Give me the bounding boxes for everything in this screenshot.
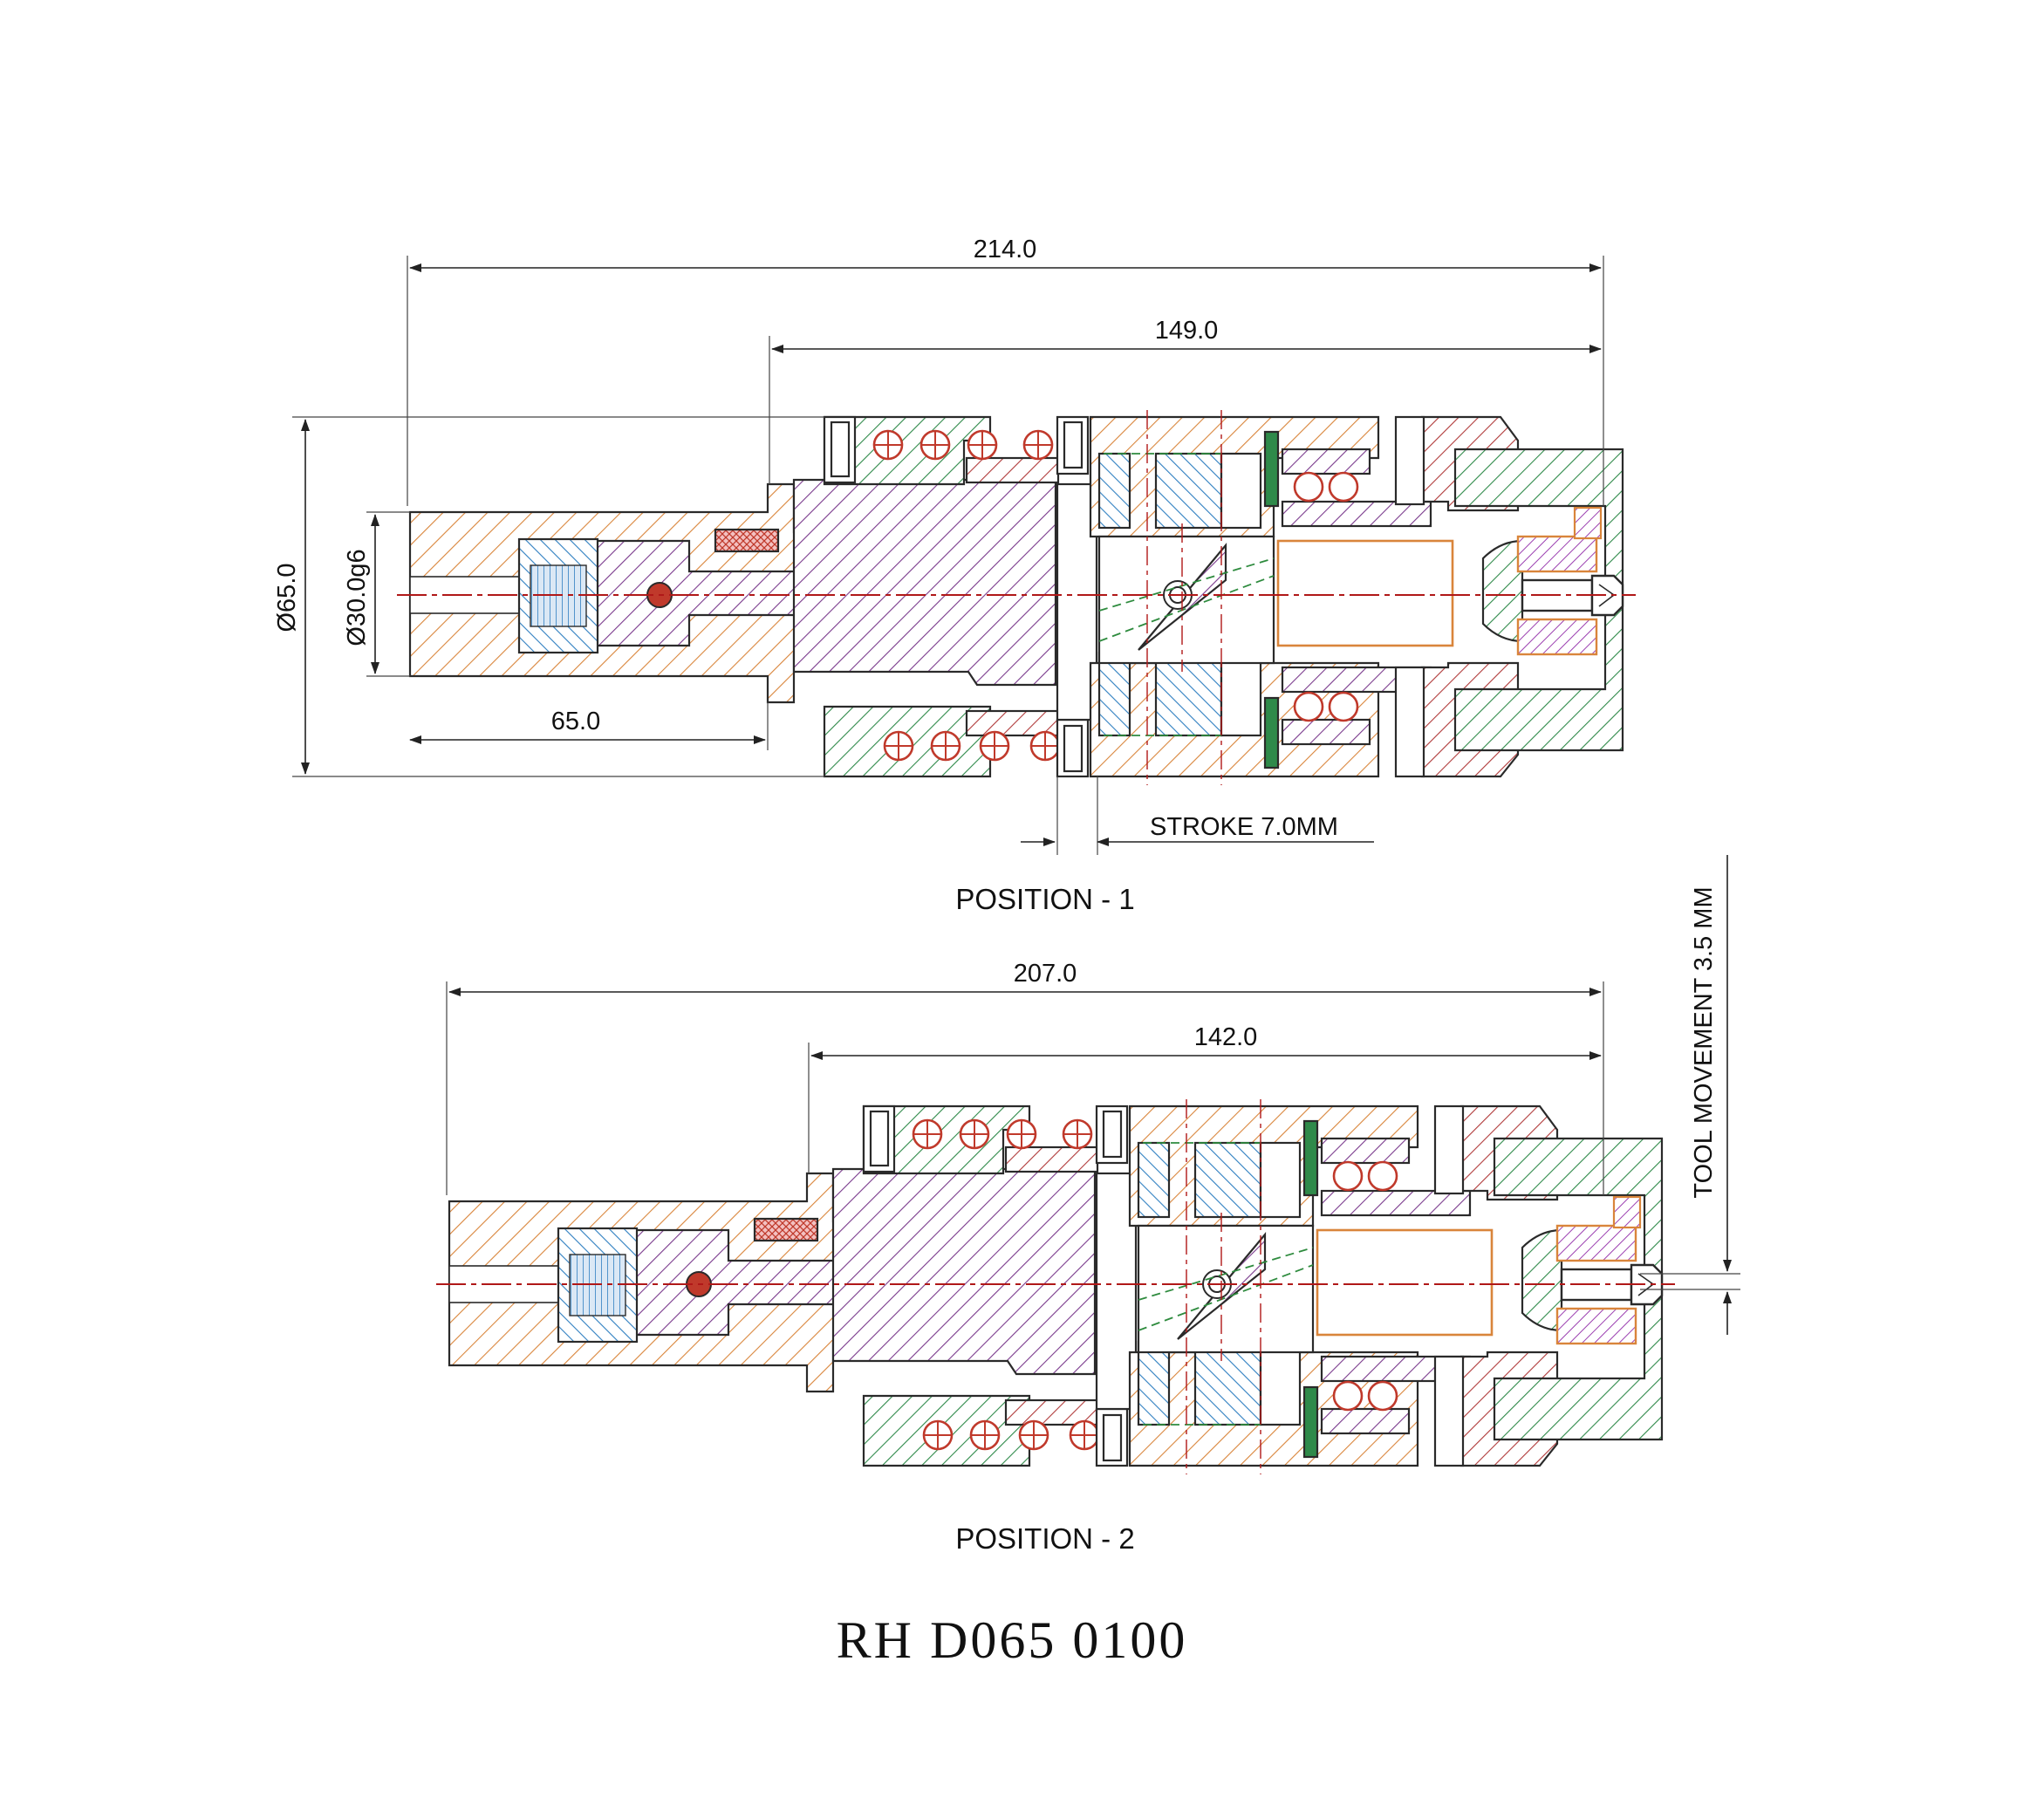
dim-shank-length: 65.0: [551, 708, 600, 735]
dim-overall-length-pos1: 214.0: [974, 236, 1037, 263]
dim-body-length-pos2: 142.0: [1194, 1023, 1258, 1051]
dim-tool-movement: TOOL MOVEMENT 3.5 MM: [1690, 886, 1718, 1198]
dim-outer-diameter: Ø65.0: [273, 564, 301, 633]
part-number-title: RH D065 0100: [837, 1611, 1188, 1669]
dim-stroke: STROKE 7.0MM: [1150, 813, 1338, 841]
label-position-2: POSITION - 2: [955, 1522, 1134, 1555]
dimensions-position-2: 207.0 142.0 TOOL MOVEMENT 3.5 MM: [446, 855, 1740, 1335]
dimensions-position-1: 214.0 149.0 Ø65.0 Ø30.0g6 65.0 STROKE 7.…: [273, 236, 1604, 855]
label-position-1: POSITION - 1: [955, 883, 1134, 915]
dim-overall-length-pos2: 207.0: [1014, 960, 1077, 988]
dim-shank-diameter: Ø30.0g6: [343, 549, 371, 646]
assembly-position-2: [434, 1098, 1677, 1476]
dim-body-length-pos1: 149.0: [1155, 317, 1219, 345]
